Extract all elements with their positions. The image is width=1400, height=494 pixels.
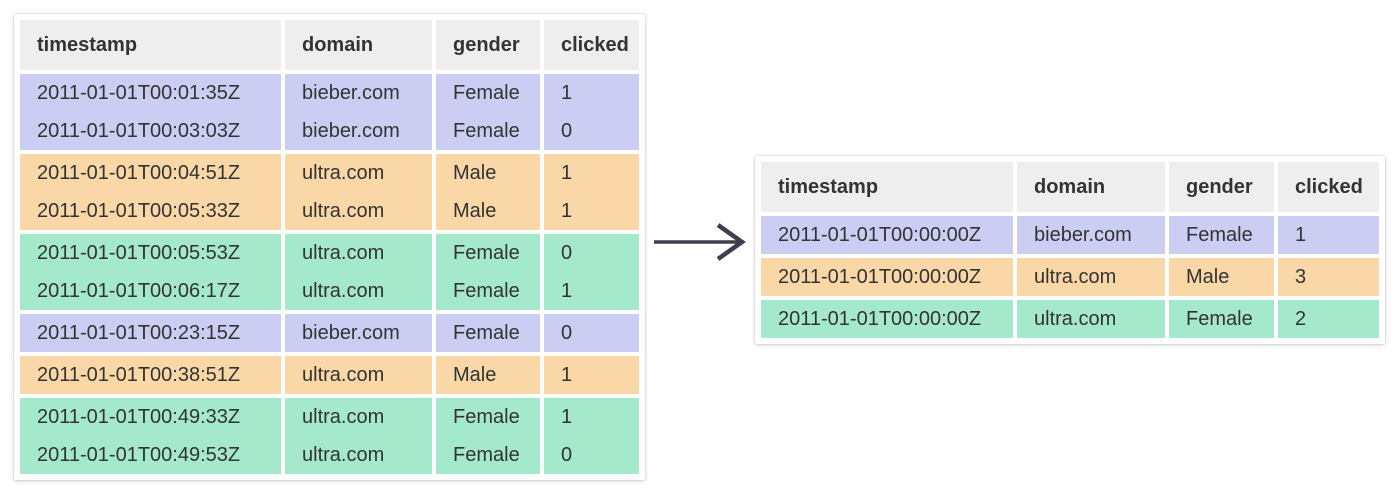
cell-clicked: 0	[544, 436, 639, 474]
cell-domain: ultra.com	[285, 154, 432, 192]
source-table-header: timestamp domain gender clicked	[20, 20, 639, 70]
cell-timestamp: 2011-01-01T00:49:53Z	[20, 436, 281, 474]
column-header-clicked: clicked	[544, 20, 639, 70]
cell-timestamp: 2011-01-01T00:00:00Z	[761, 300, 1013, 338]
column-header-domain: domain	[1017, 162, 1165, 212]
column-header-domain: domain	[285, 20, 432, 70]
cell-clicked: 1	[544, 356, 639, 394]
cell-timestamp: 2011-01-01T00:06:17Z	[20, 272, 281, 310]
cell-gender: Female	[436, 112, 540, 150]
cell-timestamp: 2011-01-01T00:23:15Z	[20, 314, 281, 352]
source-table: timestamp domain gender clicked 2011-01-…	[14, 14, 645, 480]
cell-clicked: 1	[1278, 216, 1379, 254]
aggregated-table: timestamp domain gender clicked 2011-01-…	[755, 156, 1385, 344]
cell-clicked: 0	[544, 234, 639, 272]
cell-gender: Female	[436, 398, 540, 436]
cell-domain: ultra.com	[285, 192, 432, 230]
cell-domain: ultra.com	[285, 234, 432, 272]
cell-timestamp: 2011-01-01T00:00:00Z	[761, 258, 1013, 296]
cell-clicked: 1	[544, 192, 639, 230]
cell-timestamp: 2011-01-01T00:04:51Z	[20, 154, 281, 192]
cell-clicked: 3	[1278, 258, 1379, 296]
cell-domain: bieber.com	[285, 314, 432, 352]
right-arrow-icon	[654, 223, 746, 261]
cell-clicked: 1	[544, 154, 639, 192]
cell-gender: Male	[436, 356, 540, 394]
cell-clicked: 2	[1278, 300, 1379, 338]
cell-clicked: 0	[544, 112, 639, 150]
cell-clicked: 1	[544, 74, 639, 112]
cell-gender: Female	[436, 234, 540, 272]
cell-domain: bieber.com	[1017, 216, 1165, 254]
cell-gender: Female	[436, 74, 540, 112]
cell-timestamp: 2011-01-01T00:05:53Z	[20, 234, 281, 272]
cell-gender: Female	[1169, 216, 1274, 254]
column-header-clicked: clicked	[1278, 162, 1379, 212]
column-header-timestamp: timestamp	[761, 162, 1013, 212]
cell-gender: Male	[1169, 258, 1274, 296]
cell-timestamp: 2011-01-01T00:00:00Z	[761, 216, 1013, 254]
cell-domain: ultra.com	[285, 398, 432, 436]
cell-timestamp: 2011-01-01T00:38:51Z	[20, 356, 281, 394]
cell-gender: Female	[1169, 300, 1274, 338]
cell-timestamp: 2011-01-01T00:05:33Z	[20, 192, 281, 230]
cell-clicked: 0	[544, 314, 639, 352]
column-header-gender: gender	[436, 20, 540, 70]
cell-clicked: 1	[544, 398, 639, 436]
cell-domain: bieber.com	[285, 112, 432, 150]
cell-timestamp: 2011-01-01T00:03:03Z	[20, 112, 281, 150]
cell-timestamp: 2011-01-01T00:01:35Z	[20, 74, 281, 112]
cell-gender: Female	[436, 436, 540, 474]
cell-domain: ultra.com	[1017, 300, 1165, 338]
column-header-timestamp: timestamp	[20, 20, 281, 70]
cell-timestamp: 2011-01-01T00:49:33Z	[20, 398, 281, 436]
cell-gender: Male	[436, 192, 540, 230]
cell-domain: ultra.com	[285, 436, 432, 474]
cell-domain: bieber.com	[285, 74, 432, 112]
cell-domain: ultra.com	[285, 272, 432, 310]
cell-domain: ultra.com	[1017, 258, 1165, 296]
cell-gender: Female	[436, 272, 540, 310]
cell-gender: Male	[436, 154, 540, 192]
aggregated-table-header: timestamp domain gender clicked	[761, 162, 1379, 212]
cell-gender: Female	[436, 314, 540, 352]
column-header-gender: gender	[1169, 162, 1274, 212]
cell-domain: ultra.com	[285, 356, 432, 394]
cell-clicked: 1	[544, 272, 639, 310]
